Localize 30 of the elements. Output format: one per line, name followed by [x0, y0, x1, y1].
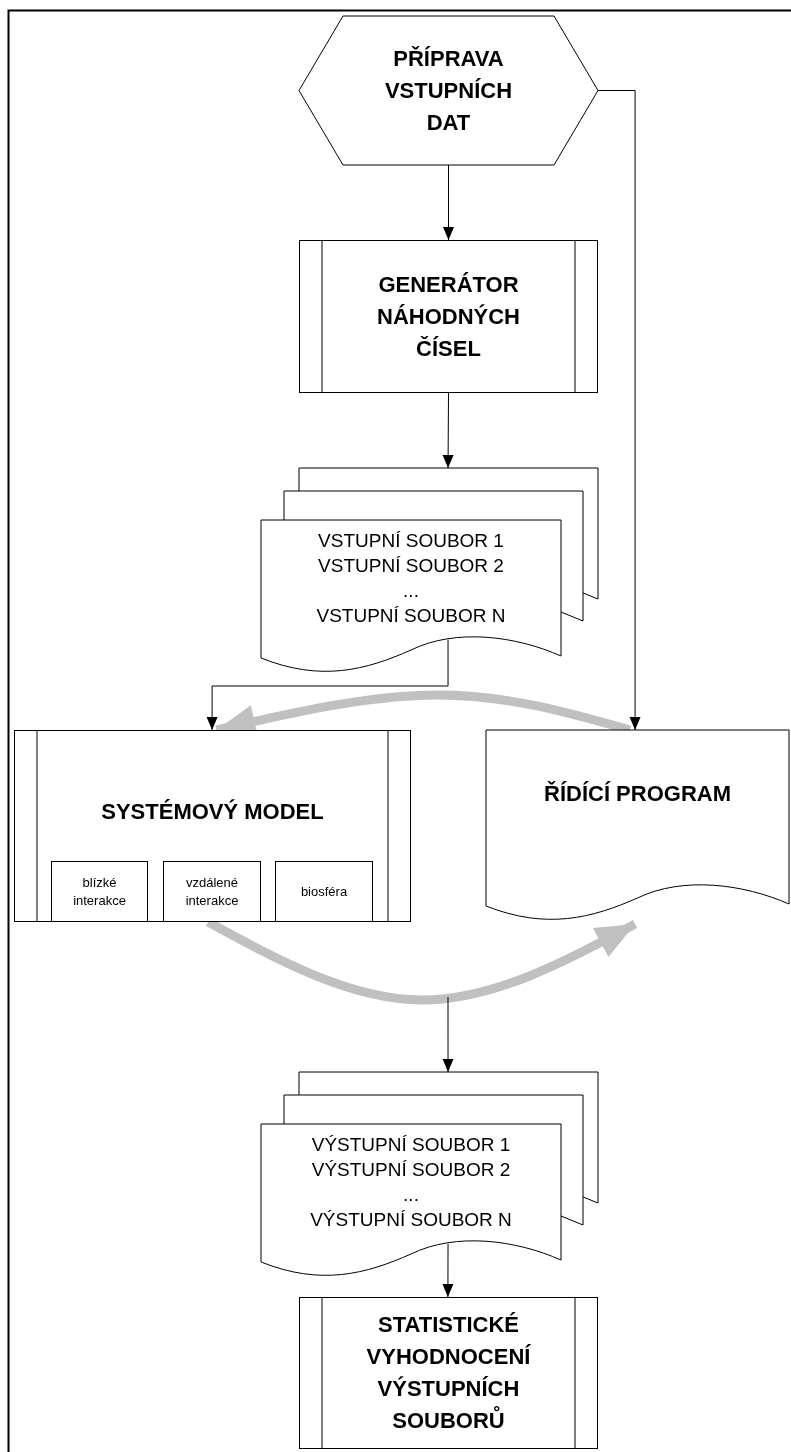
module-label: biosféra	[300, 882, 348, 901]
file-name: ...	[403, 578, 419, 603]
node-title: PŘÍPRAVA VSTUPNÍCH DAT	[383, 44, 514, 137]
process-box	[299, 1297, 598, 1449]
module-label: blízké interakce	[72, 873, 127, 910]
node-title: STATISTICKÉ VYHODNOCENÍ VÝSTUPNÍCH SOUBORŮ	[365, 1311, 532, 1435]
module-box	[275, 861, 373, 922]
file-name: VSTUPNÍ SOUBOR 2	[318, 553, 504, 578]
hexagon-node	[299, 16, 598, 165]
file-name: VÝSTUPNÍ SOUBOR 1	[311, 1132, 511, 1157]
process-box	[299, 240, 598, 393]
node-title: ŘÍDÍCÍ PROGRAM	[544, 780, 731, 808]
node-title: SYSTÉMOVÝ MODEL	[101, 798, 324, 826]
arrow	[597, 90, 641, 731]
arrow	[442, 996, 454, 1073]
arrow	[206, 639, 449, 731]
process-box	[14, 730, 411, 922]
module-label: vzdálené interakce	[184, 873, 240, 910]
arrow	[442, 392, 454, 469]
file-name: VSTUPNÍ SOUBOR N	[316, 603, 506, 628]
file-name: VÝSTUPNÍ SOUBOR 2	[311, 1157, 511, 1182]
module-box	[51, 861, 148, 922]
file-name: ...	[403, 1182, 419, 1207]
module-box	[163, 861, 261, 922]
arrow	[442, 1243, 454, 1298]
curved-arrow	[205, 918, 638, 1005]
node-title: GENERÁTOR NÁHODNÝCH ČÍSEL	[376, 270, 521, 363]
file-name: VÝSTUPNÍ SOUBOR N	[310, 1207, 512, 1232]
file-name: VSTUPNÍ SOUBOR 1	[318, 528, 504, 553]
arrow	[443, 164, 454, 241]
